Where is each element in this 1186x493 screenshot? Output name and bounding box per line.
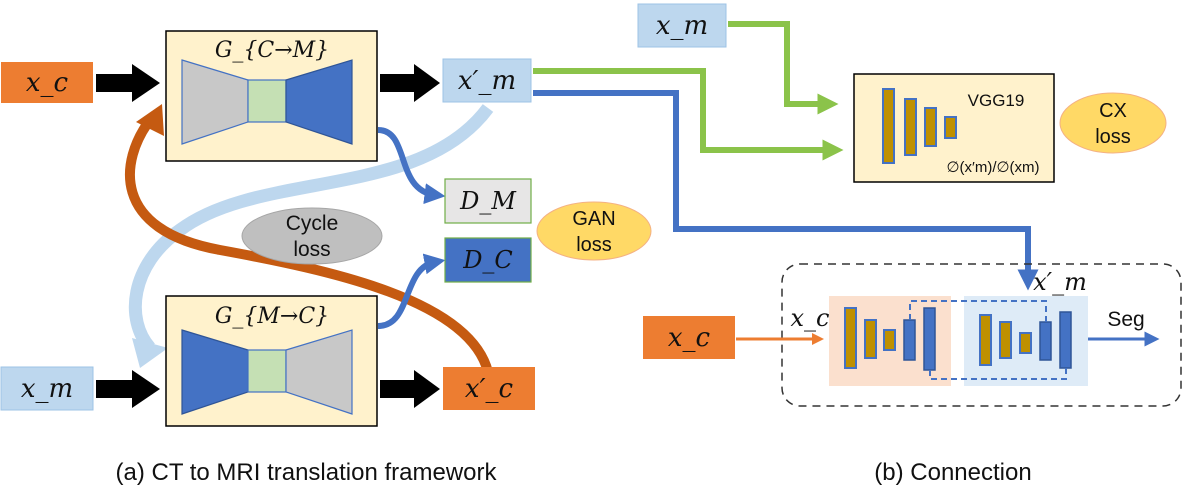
arrow-gen-to-xm-prime	[380, 64, 440, 102]
vgg-layer-3	[924, 107, 937, 147]
skip-connection-bottom	[929, 368, 1067, 380]
input-xc-box	[1, 62, 93, 103]
gan-loss-line2: loss	[576, 234, 612, 256]
generator-mri-to-ct-label: G_{M→C}	[215, 304, 329, 329]
arrow-xm-to-gen	[96, 370, 160, 408]
seg-layer-r4	[1039, 321, 1052, 361]
gan-loss-line1: GAN	[572, 208, 615, 230]
seg-layer-l1	[844, 307, 857, 369]
cycle-loss-ellipse	[241, 207, 383, 265]
vgg-title: VGG19	[968, 91, 1025, 110]
generator-ct-to-mri-label: G_{C→M}	[215, 38, 329, 63]
green-arrow-xm-prime-to-vgg	[533, 68, 844, 161]
arrow-gen-to-dc	[377, 253, 446, 329]
arrow-gen-to-xc-prime	[380, 370, 440, 408]
arrow-xc-to-gen	[96, 64, 160, 102]
output-xm-prime-box	[442, 58, 532, 103]
skip-connection-top	[909, 300, 1047, 322]
vgg-layer-4	[944, 116, 957, 139]
discriminator-dc-box	[444, 237, 532, 283]
input-xc-right-label: x_c	[668, 323, 711, 353]
bottleneck-green-2	[247, 349, 287, 393]
seg-layer-l3	[883, 329, 896, 351]
cycle-arrowhead-ct	[136, 104, 164, 136]
seg-layer-r2	[999, 321, 1012, 359]
blue-arrow-xm-prime-to-seg	[533, 90, 1039, 291]
discriminator-dm-label: D_M	[459, 187, 517, 215]
seg-layer-l5	[923, 307, 936, 371]
cycle-arrowhead-mri	[132, 338, 168, 368]
seg-layer-l2	[864, 319, 877, 359]
connection-container	[781, 263, 1182, 407]
decoder-blue-shape	[285, 59, 353, 145]
input-xc-right-box	[643, 316, 735, 359]
input-xm-box	[0, 366, 94, 411]
input-xm-label: x_m	[21, 374, 73, 404]
cx-loss-ellipse	[1059, 92, 1167, 154]
cycle-arrow-ct	[124, 117, 493, 374]
caption-b: (b) Connection	[874, 459, 1031, 486]
input-xm-top-label: x_m	[656, 11, 708, 41]
xm-prime-inside-label: x′_m	[1033, 268, 1087, 296]
green-arrow-xm-to-vgg	[728, 21, 839, 115]
seg-layer-r3	[1019, 332, 1032, 354]
cx-loss-line1: CX	[1099, 100, 1127, 122]
seg-label: Seg	[1107, 308, 1144, 331]
gan-loss-ellipse	[536, 201, 652, 261]
discriminator-dc-label: D_C	[462, 246, 513, 274]
output-xm-prime-label: x′_m	[458, 66, 516, 96]
arrow-gen-to-dm	[377, 127, 446, 205]
input-xm-top-box	[637, 3, 727, 48]
decoder-gray-shape	[285, 329, 353, 415]
output-xc-prime-label: x′_c	[465, 374, 514, 404]
xc-inside-label: x_c	[791, 304, 830, 332]
seg-layer-l4	[903, 319, 916, 361]
input-xc-label: x_c	[26, 68, 69, 98]
cx-loss-line2: loss	[1095, 126, 1131, 148]
vgg-layer-2	[904, 98, 917, 156]
vgg-formula: ∅(x′m)/∅(xm)	[946, 159, 1039, 176]
bottleneck-green	[247, 79, 287, 123]
discriminator-dm-box	[444, 178, 532, 224]
output-xc-prime-box	[443, 367, 535, 410]
cycle-arrow-mri	[128, 104, 494, 353]
vgg-layer-1	[882, 88, 895, 164]
caption-a: (a) CT to MRI translation framework	[116, 459, 498, 486]
seg-layer-r5	[1059, 311, 1072, 369]
cycle-loss-line1: Cycle	[286, 212, 339, 235]
seg-layer-r1	[979, 314, 992, 366]
cycle-loss-line2: loss	[293, 238, 330, 261]
